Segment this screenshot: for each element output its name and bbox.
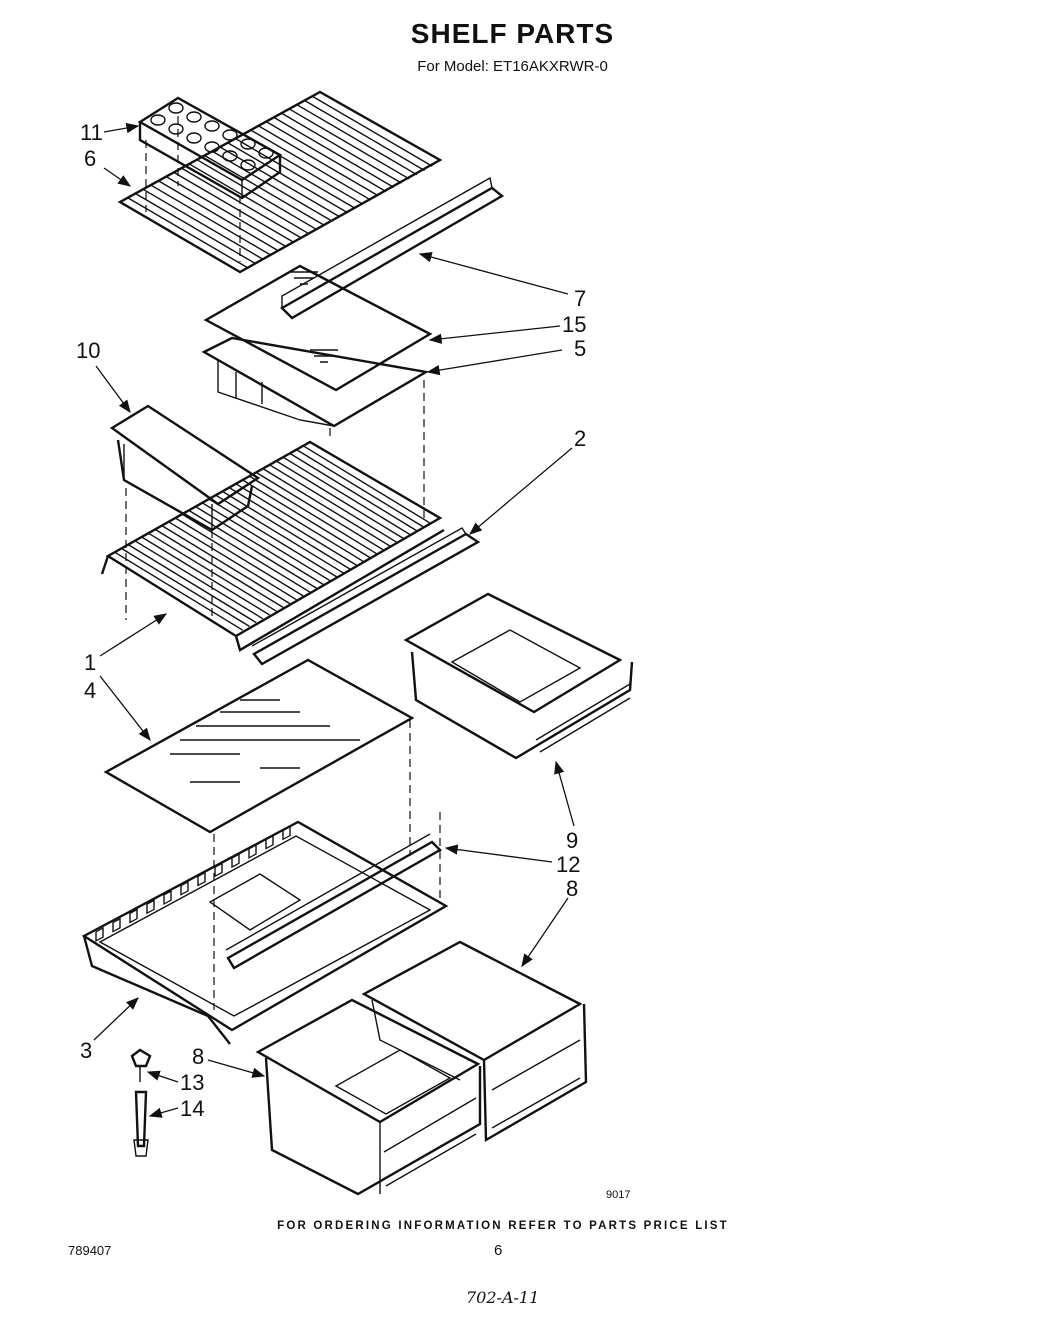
upper-wire-shelf bbox=[117, 90, 443, 274]
cover-frame bbox=[201, 336, 430, 428]
upper-shelf-trim bbox=[280, 176, 505, 320]
pin-and-rod bbox=[130, 1048, 152, 1157]
crisper-drawer-right bbox=[361, 940, 588, 1143]
callout-6: 6 bbox=[84, 146, 96, 171]
callout-8a: 8 bbox=[566, 876, 578, 901]
callout-9: 9 bbox=[566, 828, 578, 853]
callout-7: 7 bbox=[574, 286, 586, 311]
callout-11: 11 bbox=[80, 120, 103, 145]
ice-tray bbox=[137, 96, 283, 200]
callout-2: 2 bbox=[574, 426, 586, 451]
main-wire-shelf bbox=[100, 440, 445, 652]
callout-1: 1 bbox=[84, 650, 96, 675]
crisper-cover-trim bbox=[225, 833, 442, 970]
meat-drawer bbox=[403, 592, 634, 760]
callout-3: 3 bbox=[80, 1038, 92, 1063]
callout-15: 15 bbox=[562, 312, 586, 337]
callout-8b: 8 bbox=[192, 1044, 204, 1069]
document-number: 789407 bbox=[68, 1243, 112, 1258]
callout-12: 12 bbox=[556, 852, 580, 877]
figure-number: 9017 bbox=[606, 1189, 631, 1201]
callout-10: 10 bbox=[76, 338, 100, 363]
handwritten-note: 702-A-11 bbox=[466, 1288, 540, 1307]
ordering-note: FOR ORDERING INFORMATION REFER TO PARTS … bbox=[277, 1220, 729, 1232]
page-title: SHELF PARTS bbox=[410, 18, 615, 49]
crisper-drawer-left bbox=[255, 998, 482, 1196]
callout-5: 5 bbox=[574, 336, 586, 361]
model-number: For Model: ET16AKXRWR-0 bbox=[417, 58, 608, 75]
callout-labels: 11 6 7 15 5 10 2 1 4 9 12 8 3 8 13 14 bbox=[76, 120, 586, 1121]
callout-13: 13 bbox=[180, 1070, 204, 1095]
callout-4: 4 bbox=[84, 678, 96, 703]
page-number: 6 bbox=[494, 1242, 503, 1259]
glass-shelf bbox=[103, 658, 415, 834]
crisper-cover-frame bbox=[81, 820, 449, 1045]
middle-shelf-trim bbox=[251, 527, 481, 666]
callout-14: 14 bbox=[180, 1096, 204, 1121]
leader-lines bbox=[93, 122, 575, 1118]
